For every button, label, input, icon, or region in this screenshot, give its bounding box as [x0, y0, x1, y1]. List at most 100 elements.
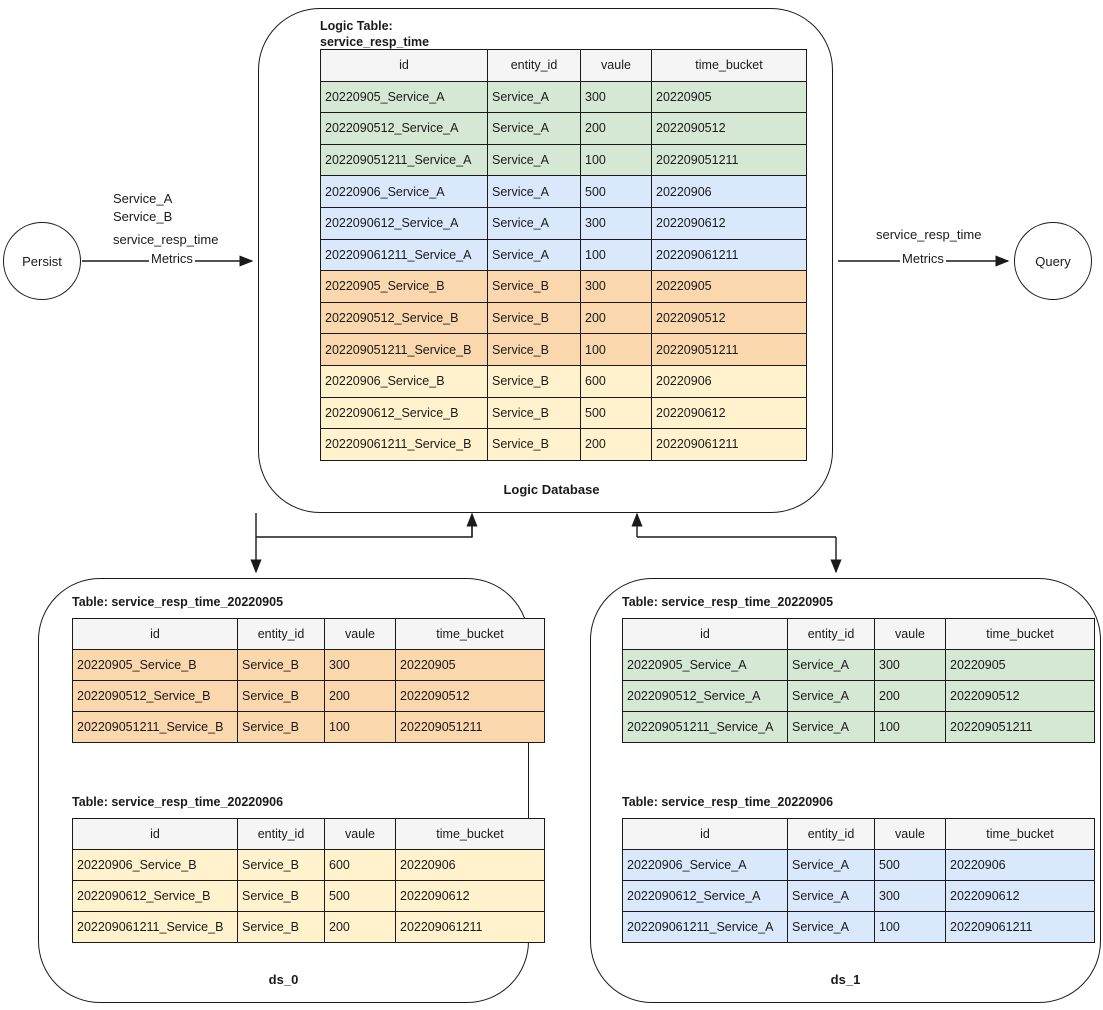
cell-entity-id: Service_B	[237, 680, 325, 712]
query-edge-metrics-label: Metrics	[900, 250, 946, 268]
cell-id: 20220905_Service_B	[72, 649, 238, 681]
cell-vaule: 300	[580, 270, 652, 303]
column-header-vaule: vaule	[324, 618, 396, 650]
cell-time-bucket: 2022090612	[651, 206, 807, 240]
persist-node[interactable]: Persist	[3, 222, 81, 300]
cell-entity-id: Service_B	[487, 270, 581, 303]
cell-entity-id: Service_B	[237, 649, 325, 681]
cell-id: 2022090612_Service_A	[622, 880, 788, 912]
datasource-ds0-container	[38, 578, 529, 1003]
persist-edge-service-b-label: Service_B	[113, 209, 173, 224]
cell-time-bucket: 2022090612	[395, 880, 545, 912]
persist-edge-service-a-label: Service_A	[113, 191, 173, 206]
cell-id: 202209051211_Service_A	[622, 711, 788, 743]
edge-logicdb-to-ds1	[631, 512, 842, 574]
logic-table-title-line2: service_resp_time	[320, 35, 430, 49]
table-header-row: id entity_id vaule time_bucket	[320, 49, 807, 82]
cell-time-bucket: 20220905	[395, 649, 545, 681]
persist-node-label: Persist	[22, 253, 62, 269]
cell-vaule: 500	[580, 175, 652, 208]
cell-time-bucket: 20220905	[651, 80, 807, 114]
column-header-vaule: vaule	[324, 818, 396, 850]
cell-time-bucket: 2022090612	[945, 880, 1095, 912]
column-header-entity-id: entity_id	[237, 618, 325, 650]
cell-entity-id: Service_B	[487, 396, 581, 430]
cell-time-bucket: 202209061211	[395, 911, 545, 943]
cell-time-bucket: 20220906	[651, 175, 807, 208]
cell-vaule: 300	[874, 649, 946, 681]
cell-entity-id: Service_B	[237, 880, 325, 912]
cell-vaule: 300	[874, 880, 946, 912]
cell-vaule: 100	[580, 333, 652, 366]
cell-entity-id: Service_A	[487, 80, 581, 114]
column-header-time-bucket: time_bucket	[945, 618, 1095, 650]
cell-time-bucket: 20220906	[651, 364, 807, 398]
query-node[interactable]: Query	[1014, 222, 1092, 300]
table-header-row: id entity_id vaule time_bucket	[72, 818, 545, 850]
cell-time-bucket: 202209051211	[395, 711, 545, 743]
cell-entity-id: Service_B	[487, 301, 581, 335]
ds1-caption: ds_1	[830, 972, 861, 987]
logic-table-title-line1: Logic Table:	[320, 19, 393, 33]
column-header-time-bucket: time_bucket	[395, 618, 545, 650]
table-header-row: id entity_id vaule time_bucket	[72, 618, 545, 650]
cell-id: 2022090612_Service_B	[72, 880, 238, 912]
cell-entity-id: Service_A	[787, 880, 875, 912]
cell-vaule: 100	[580, 238, 652, 272]
edge-logicdb-to-ds0	[250, 512, 478, 574]
column-header-time-bucket: time_bucket	[395, 818, 545, 850]
cell-entity-id: Service_A	[487, 112, 581, 145]
cell-vaule: 300	[580, 206, 652, 240]
cell-vaule: 200	[874, 680, 946, 712]
cell-entity-id: Service_B	[237, 849, 325, 881]
cell-id: 20220906_Service_A	[622, 849, 788, 881]
cell-id: 202209051211_Service_B	[320, 333, 488, 366]
column-header-vaule: vaule	[874, 818, 946, 850]
column-header-entity-id: entity_id	[487, 49, 581, 82]
cell-entity-id: Service_A	[487, 238, 581, 272]
cell-vaule: 100	[874, 911, 946, 943]
cell-vaule: 500	[580, 396, 652, 430]
cell-entity-id: Service_B	[487, 428, 581, 461]
ds0-table2: id entity_id vaule time_bucket 20220906_…	[72, 818, 545, 943]
cell-vaule: 200	[580, 112, 652, 145]
cell-vaule: 500	[324, 880, 396, 912]
cell-entity-id: Service_A	[787, 649, 875, 681]
cell-entity-id: Service_B	[237, 911, 325, 943]
logic-table: id entity_id vaule time_bucket 20220905_…	[320, 49, 807, 461]
logic-database-container	[258, 8, 833, 513]
cell-id: 2022090512_Service_B	[320, 301, 488, 335]
column-header-entity-id: entity_id	[237, 818, 325, 850]
persist-edge-metrics-label: Metrics	[149, 250, 195, 268]
cell-time-bucket: 2022090512	[651, 112, 807, 145]
cell-time-bucket: 20220906	[945, 849, 1095, 881]
cell-id: 202209051211_Service_A	[320, 143, 488, 177]
query-node-label: Query	[1035, 253, 1071, 269]
cell-entity-id: Service_B	[487, 333, 581, 366]
cell-vaule: 100	[874, 711, 946, 743]
column-header-id: id	[72, 818, 238, 850]
cell-id: 20220905_Service_B	[320, 270, 488, 303]
cell-id: 2022090512_Service_A	[320, 112, 488, 145]
cell-id: 202209051211_Service_B	[72, 711, 238, 743]
